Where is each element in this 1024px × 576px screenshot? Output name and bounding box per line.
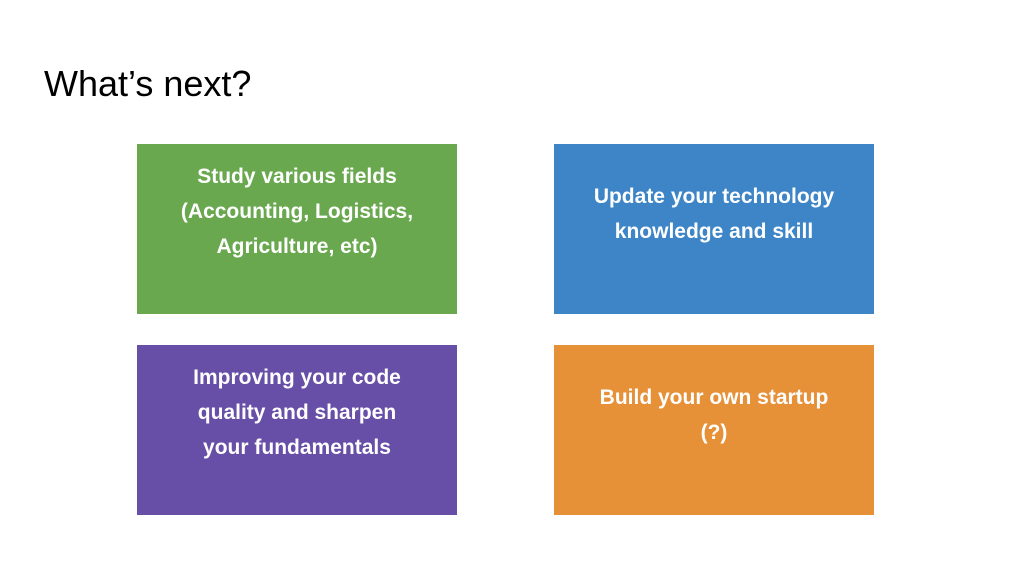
card-study-fields: Study various fields (Accounting, Logist…: [137, 144, 457, 314]
card-update-technology: Update your technology knowledge and ski…: [554, 144, 874, 314]
slide-title: What’s next?: [44, 63, 252, 104]
card-improve-code: Improving your code quality and sharpen …: [137, 345, 457, 515]
card-build-startup-text: Build your own startup (?): [599, 386, 829, 444]
card-build-startup: Build your own startup (?): [554, 345, 874, 515]
card-improve-code-text: Improving your code quality and sharpen …: [193, 365, 401, 459]
card-study-fields-text: Study various fields (Accounting, Logist…: [180, 164, 414, 258]
card-update-technology-text: Update your technology knowledge and ski…: [593, 185, 835, 243]
